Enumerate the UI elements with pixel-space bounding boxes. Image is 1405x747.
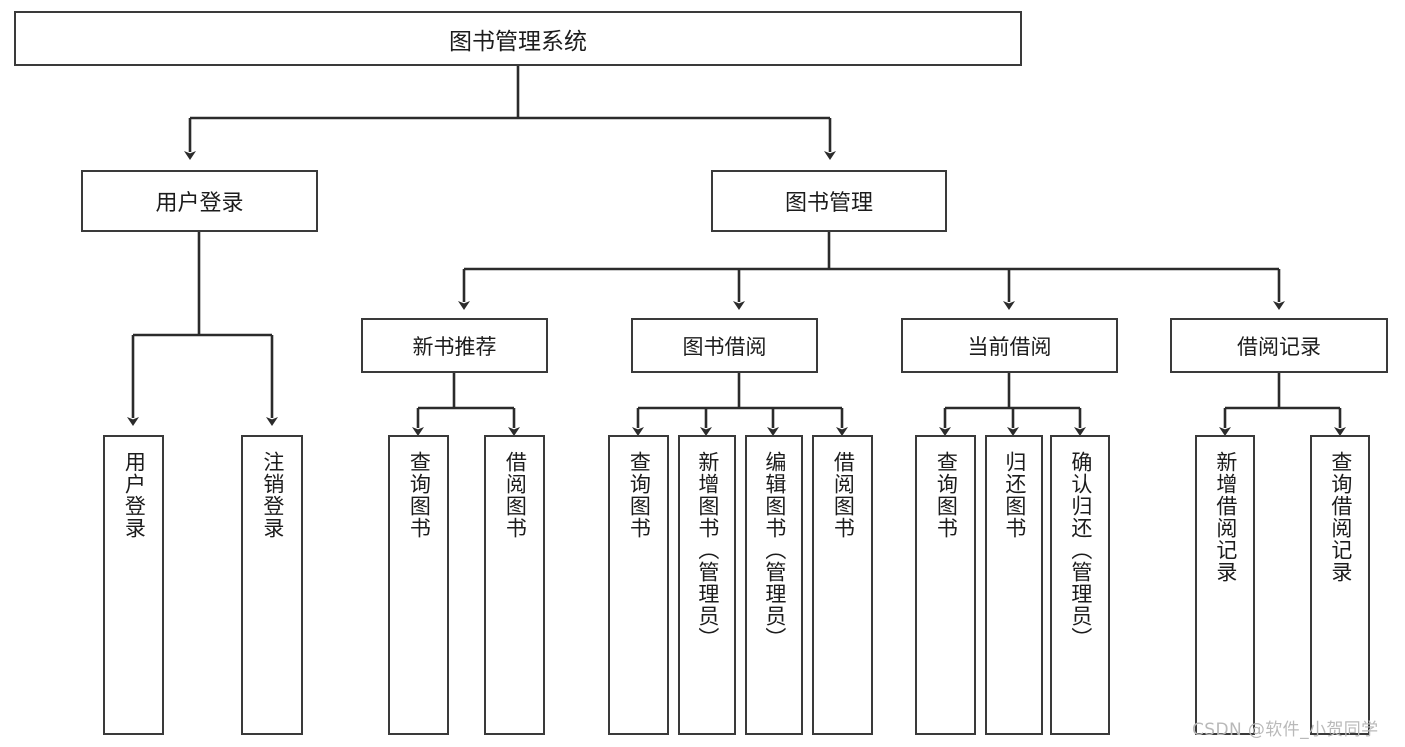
- node-book-borrow-label: 图书借阅: [682, 334, 767, 359]
- node-leaf-borrow-add-book-label: 新增图书（管理员）: [695, 451, 720, 649]
- node-leaf-borrow-borrow-book-label: 借阅图书: [831, 451, 856, 539]
- node-leaf-user-logout-label: 注销登录: [260, 451, 285, 539]
- node-leaf-borrow-query-book[interactable]: 查询图书: [608, 435, 669, 735]
- node-leaf-rec-query-book[interactable]: 查询图书: [388, 435, 449, 735]
- node-leaf-current-return-book-label: 归还图书: [1002, 451, 1027, 539]
- node-leaf-user-login[interactable]: 用户登录: [103, 435, 164, 735]
- node-leaf-current-query-book[interactable]: 查询图书: [915, 435, 976, 735]
- node-leaf-current-query-book-label: 查询图书: [934, 451, 959, 539]
- node-book-manage-label: 图书管理: [784, 191, 873, 216]
- node-leaf-borrow-query-book-label: 查询图书: [627, 451, 652, 539]
- node-leaf-user-logout[interactable]: 注销登录: [241, 435, 303, 735]
- node-current-borrow-label: 当前借阅: [967, 334, 1052, 359]
- watermark: CSDN @软件_小贺同学: [1192, 720, 1379, 740]
- node-leaf-user-login-label: 用户登录: [122, 451, 147, 539]
- node-borrow-record-label: 借阅记录: [1237, 334, 1321, 359]
- node-new-book-rec[interactable]: 新书推荐: [361, 318, 548, 373]
- node-leaf-current-confirm-return[interactable]: 确认归还（管理员）: [1050, 435, 1110, 735]
- node-current-borrow[interactable]: 当前借阅: [901, 318, 1118, 373]
- node-root-label: 图书管理系统: [449, 28, 587, 55]
- node-leaf-record-add-label: 新增借阅记录: [1213, 451, 1238, 583]
- node-leaf-record-query-label: 查询借阅记录: [1328, 451, 1353, 583]
- node-book-manage[interactable]: 图书管理: [711, 170, 947, 232]
- node-leaf-record-add[interactable]: 新增借阅记录: [1195, 435, 1255, 735]
- node-leaf-rec-borrow-book-label: 借阅图书: [503, 451, 528, 539]
- node-root[interactable]: 图书管理系统: [14, 11, 1022, 66]
- node-leaf-borrow-borrow-book[interactable]: 借阅图书: [812, 435, 873, 735]
- node-leaf-current-confirm-return-label: 确认归还（管理员）: [1068, 451, 1093, 649]
- node-leaf-current-return-book[interactable]: 归还图书: [985, 435, 1043, 735]
- node-leaf-borrow-add-book[interactable]: 新增图书（管理员）: [678, 435, 736, 735]
- node-leaf-borrow-edit-book[interactable]: 编辑图书（管理员）: [745, 435, 803, 735]
- node-leaf-rec-query-book-label: 查询图书: [407, 451, 432, 539]
- node-leaf-rec-borrow-book[interactable]: 借阅图书: [484, 435, 545, 735]
- node-user-login[interactable]: 用户登录: [81, 170, 318, 232]
- node-user-login-label: 用户登录: [155, 191, 244, 216]
- node-book-borrow[interactable]: 图书借阅: [631, 318, 818, 373]
- node-leaf-borrow-edit-book-label: 编辑图书（管理员）: [762, 451, 787, 649]
- node-new-book-rec-label: 新书推荐: [412, 334, 497, 359]
- node-leaf-record-query[interactable]: 查询借阅记录: [1310, 435, 1370, 735]
- node-borrow-record[interactable]: 借阅记录: [1170, 318, 1388, 373]
